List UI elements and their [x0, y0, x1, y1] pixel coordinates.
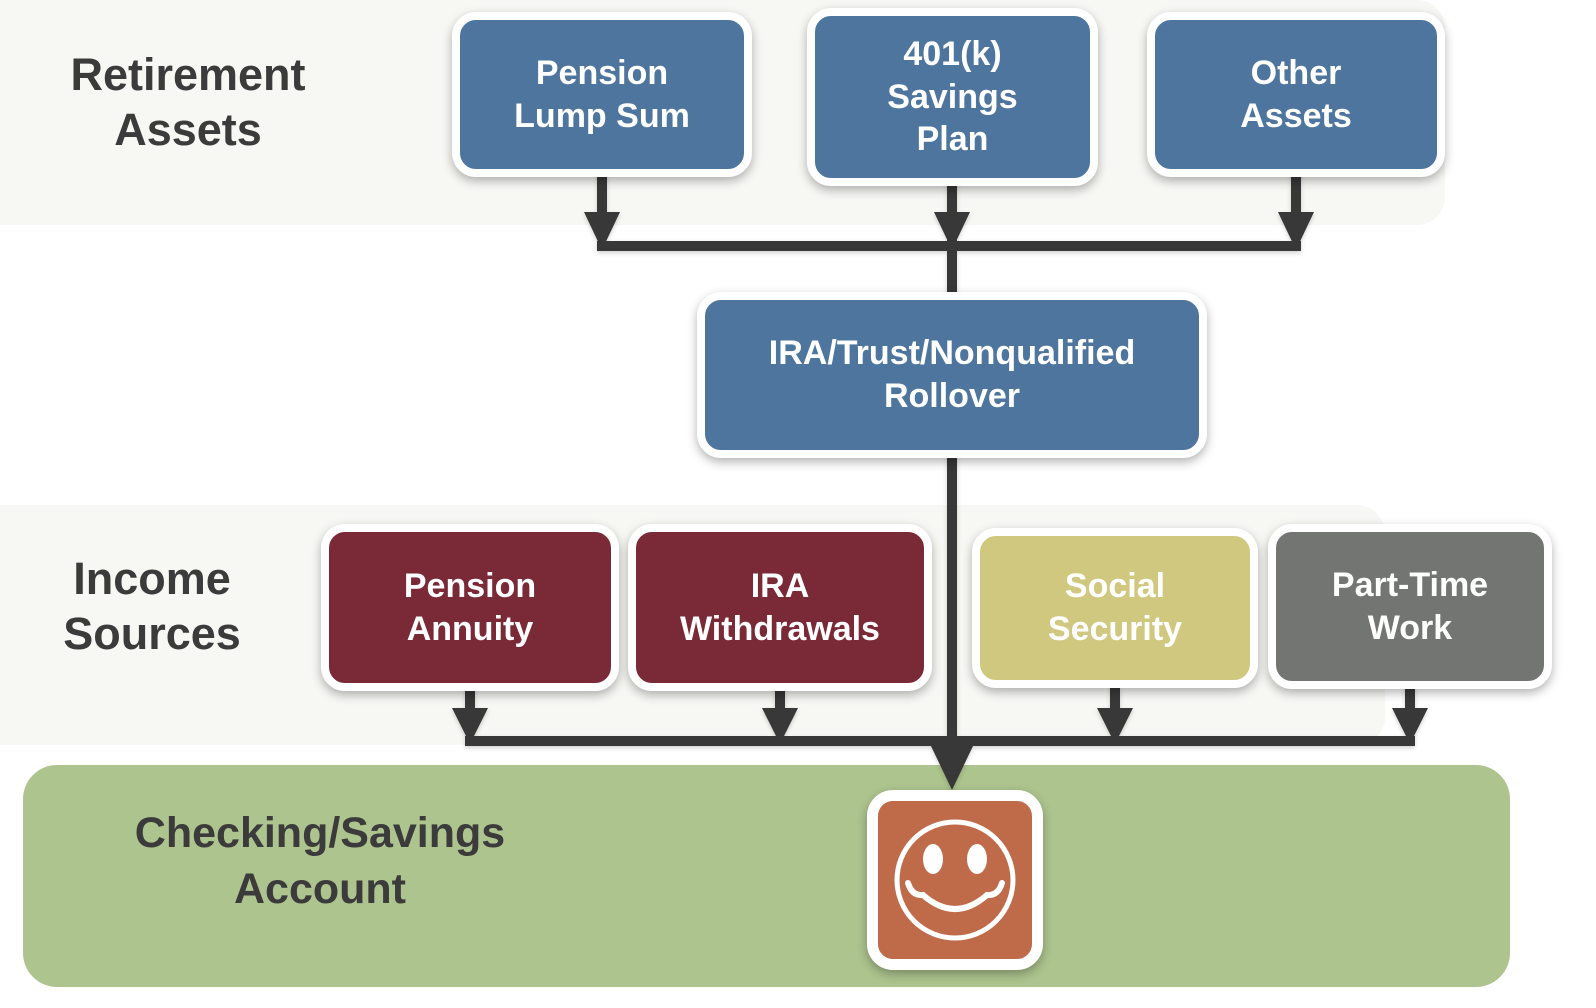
- checking-savings-account-label: Checking/Savings Account: [40, 806, 600, 918]
- node-part-time-work: Part-Time Work: [1268, 524, 1552, 689]
- income-sources-label-line1: Income: [73, 553, 231, 604]
- node-rollover-line2: Rollover: [883, 377, 1021, 415]
- node-part-time-work-line1: Part-Time: [1331, 565, 1489, 604]
- node-ira-withdrawals: IRA Withdrawals: [628, 524, 932, 691]
- node-pension-lump-sum-line1: Pension: [535, 53, 669, 92]
- node-rollover-line1: IRA/Trust/Nonqualified: [768, 334, 1136, 373]
- node-pension-annuity-line1: Pension: [403, 566, 537, 605]
- account-label-line2: Account: [234, 864, 406, 913]
- smiley-face-icon: [867, 790, 1043, 970]
- node-ira-withdrawals-line1: IRA: [750, 566, 810, 605]
- retirement-assets-label-line2: Assets: [114, 103, 262, 155]
- node-pension-annuity: Pension Annuity: [321, 524, 619, 691]
- account-label-line1: Checking/Savings: [134, 809, 506, 857]
- income-sources-label-line2: Sources: [63, 607, 241, 659]
- retirement-assets-label-line1: Retirement: [70, 49, 306, 100]
- checking-savings-account-band: [23, 765, 1510, 987]
- node-other-assets: Other Assets: [1147, 12, 1445, 177]
- node-other-assets-line2: Assets: [1240, 96, 1352, 135]
- arrowhead-part-time-work: [1392, 708, 1428, 744]
- node-401k-line1: 401(k): [903, 34, 1002, 73]
- node-401k-savings-plan: 401(k) Savings Plan: [807, 8, 1098, 186]
- node-pension-lump-sum-line2: Lump Sum: [514, 96, 690, 135]
- node-pension-lump-sum: Pension Lump Sum: [452, 12, 752, 177]
- node-401k-line2: Savings: [887, 77, 1018, 116]
- node-social-security-line2: Security: [1047, 610, 1183, 648]
- node-social-security-line1: Social: [1064, 567, 1166, 606]
- node-pension-annuity-line2: Annuity: [406, 609, 534, 648]
- node-401k-line3: Plan: [916, 120, 989, 159]
- node-ira-trust-nonqualified-rollover: IRA/Trust/Nonqualified Rollover: [697, 292, 1207, 458]
- node-social-security: Social Security: [972, 528, 1258, 688]
- node-other-assets-line1: Other: [1250, 53, 1342, 92]
- income-sources-label: Income Sources: [4, 552, 300, 662]
- node-ira-withdrawals-line2: Withdrawals: [680, 609, 880, 648]
- retirement-assets-label: Retirement Assets: [8, 48, 368, 158]
- node-part-time-work-line2: Work: [1367, 608, 1453, 647]
